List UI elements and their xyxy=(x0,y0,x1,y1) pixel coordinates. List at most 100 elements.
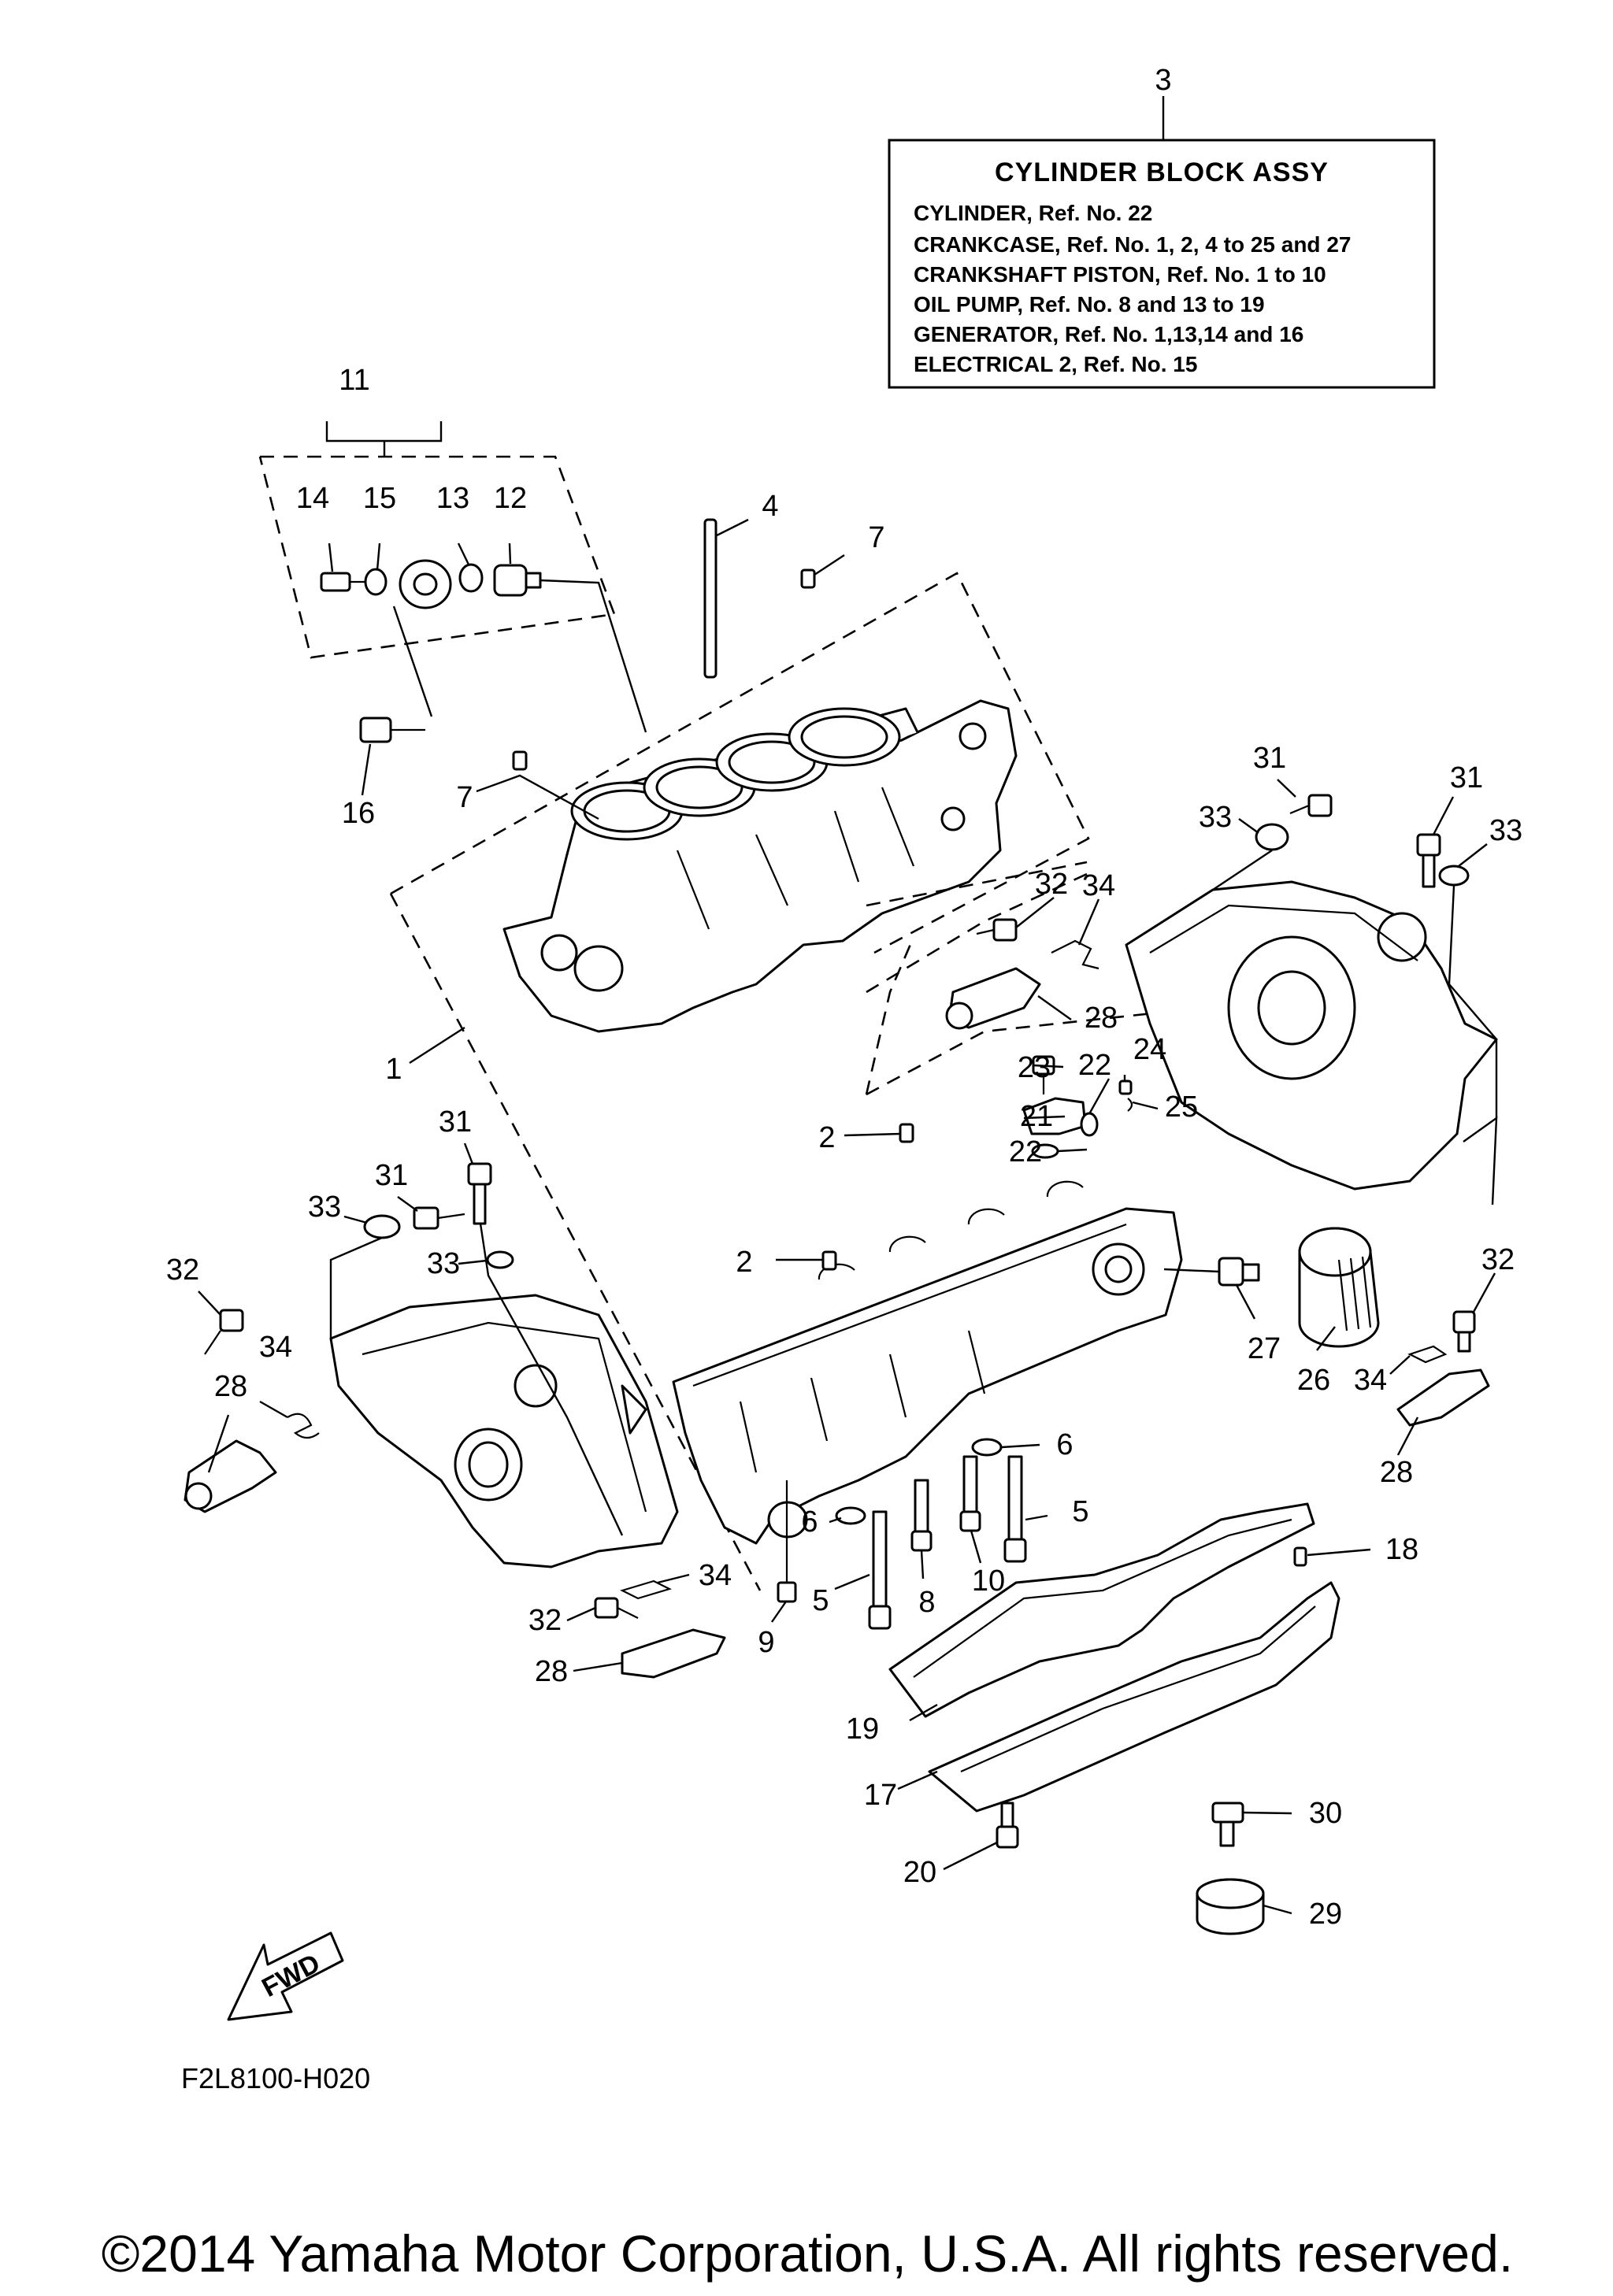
callout-28-left-lower: 28 xyxy=(535,1655,568,1688)
callout-32-right-lower: 32 xyxy=(1481,1243,1515,1276)
part-17-oil-pan xyxy=(928,1581,1340,1813)
part-5-bolt-right xyxy=(1003,1455,1027,1563)
callout-9: 9 xyxy=(758,1626,774,1659)
callout-34-right-lower: 34 xyxy=(1354,1364,1387,1397)
callout-31-left-a: 31 xyxy=(375,1159,408,1192)
callout-34-left: 34 xyxy=(259,1331,292,1364)
callout-7-top: 7 xyxy=(868,521,884,554)
part-31-bolt-left-b xyxy=(467,1162,492,1225)
callout-26: 26 xyxy=(1297,1364,1330,1397)
part-34-clip-right-lower xyxy=(1407,1345,1448,1364)
callout-29: 29 xyxy=(1309,1898,1342,1931)
callout-5-left: 5 xyxy=(812,1584,829,1617)
part-31-bolt-right-b xyxy=(1416,833,1441,888)
part-33-washer-left-b xyxy=(486,1250,514,1269)
legend-line-1: CYLINDER, Ref. No. 22 xyxy=(914,201,1152,225)
part-8-bolt xyxy=(910,1479,933,1552)
part-34-clip-left-lower xyxy=(620,1579,672,1600)
part-oil-filter-housing-small xyxy=(399,559,452,609)
callout-32-right-upper: 32 xyxy=(1035,868,1068,901)
part-31-bolt-left-a xyxy=(413,1206,465,1230)
callout-4: 4 xyxy=(762,490,778,523)
callout-28-left: 28 xyxy=(214,1370,247,1403)
callout-2-upper: 2 xyxy=(818,1121,835,1154)
part-14-bolt xyxy=(320,572,370,592)
callout-31-left-b: 31 xyxy=(439,1105,472,1139)
callout-14: 14 xyxy=(296,482,329,515)
callout-27: 27 xyxy=(1248,1332,1281,1365)
group-11-outline xyxy=(258,421,616,659)
part-6-washer-right xyxy=(971,1438,1003,1457)
part-31-bolt-right-a xyxy=(1289,794,1333,817)
callout-21: 21 xyxy=(1020,1100,1053,1133)
part-6-washer-left xyxy=(835,1506,866,1525)
callout-28-right-lower: 28 xyxy=(1380,1456,1413,1489)
legend-line-4: OIL PUMP, Ref. No. 8 and 13 to 19 xyxy=(914,292,1265,317)
group-left-cover-outline xyxy=(329,1223,624,1536)
callout-34-right-upper: 34 xyxy=(1082,869,1115,902)
legend-line-3: CRANKSHAFT PISTON, Ref. No. 1 to 10 xyxy=(914,262,1326,287)
part-18-dowel xyxy=(1293,1546,1307,1567)
part-16-bolt xyxy=(359,717,425,743)
part-34-clip-right-upper xyxy=(1051,939,1099,970)
legend-line-2: CRANKCASE, Ref. No. 1, 2, 4 to 25 and 27 xyxy=(914,232,1351,257)
part-28-bracket-right-upper xyxy=(945,967,1041,1030)
part-20-bolt xyxy=(996,1802,1019,1849)
callout-10: 10 xyxy=(972,1565,1005,1598)
callout-22-lower: 22 xyxy=(1009,1135,1042,1168)
part-13-o-ring xyxy=(458,563,484,593)
part-28-bracket-left-lower xyxy=(621,1628,726,1679)
callout-33-left-b: 33 xyxy=(427,1247,460,1280)
callout-16: 16 xyxy=(342,797,375,830)
callout-24: 24 xyxy=(1133,1033,1166,1066)
callout-17: 17 xyxy=(864,1779,897,1812)
part-12-oil-pressure-switch xyxy=(493,564,542,597)
copyright-notice: ©2014 Yamaha Motor Corporation, U.S.A. A… xyxy=(102,2224,1513,2283)
callout-11: 11 xyxy=(339,364,369,397)
callout-30: 30 xyxy=(1309,1797,1342,1830)
callout-6-right: 6 xyxy=(1056,1428,1073,1461)
part-9-bolt xyxy=(777,1480,797,1603)
part-7-dowel-top xyxy=(800,568,816,589)
callout-5-right: 5 xyxy=(1072,1495,1088,1528)
callout-7-left: 7 xyxy=(456,781,473,814)
part-left-crankcase-cover xyxy=(329,1294,679,1568)
part-15-washer xyxy=(364,568,387,596)
callout-32-left: 32 xyxy=(166,1254,199,1287)
callout-12: 12 xyxy=(494,482,527,515)
part-32-bolt-left xyxy=(204,1309,244,1355)
callout-33-left-a: 33 xyxy=(308,1191,341,1224)
part-28-bracket-right-lower xyxy=(1396,1368,1490,1427)
legend-line-5: GENERATOR, Ref. No. 1,13,14 and 16 xyxy=(914,322,1303,346)
callout-13: 13 xyxy=(436,482,469,515)
diagram-code: F2L8100-H020 xyxy=(181,2062,370,2094)
callout-20: 20 xyxy=(903,1856,936,1889)
fwd-arrow-icon: FWD xyxy=(227,1931,344,2021)
leader-lines xyxy=(198,518,1496,1915)
part-right-crankcase-cover xyxy=(1125,880,1498,1191)
callout-18: 18 xyxy=(1385,1533,1418,1566)
group-right-cover-outline xyxy=(866,850,1498,1205)
callout-32-left-lower: 32 xyxy=(528,1604,562,1637)
callout-23: 23 xyxy=(1018,1051,1051,1084)
part-28-bracket-left xyxy=(184,1439,277,1513)
callout-2-lower: 2 xyxy=(736,1246,752,1279)
part-5-bolt-long xyxy=(868,1510,892,1630)
part-upper-crankcase-cylinder xyxy=(502,699,1018,1033)
part-2-dowel-lower xyxy=(821,1250,837,1271)
part-7-dowel-left xyxy=(512,750,528,771)
part-27-union-bolt xyxy=(1218,1257,1260,1287)
callout-31-right-b: 31 xyxy=(1450,761,1483,794)
part-32-bolt-right-lower xyxy=(1452,1310,1476,1353)
part-4-stud xyxy=(703,518,718,679)
part-25-clip xyxy=(1127,1098,1133,1112)
group-cylinder-outline xyxy=(389,572,1090,1591)
part-2-dowel-upper xyxy=(899,1123,914,1143)
part-19-gasket xyxy=(888,1502,1315,1718)
callout-19: 19 xyxy=(846,1713,879,1746)
callout-22-upper: 22 xyxy=(1078,1049,1111,1082)
legend-panel: 3 CYLINDER BLOCK ASSY CYLINDER, Ref. No.… xyxy=(888,64,1436,389)
callout-15: 15 xyxy=(363,482,396,515)
callout-34-left-lower: 34 xyxy=(699,1559,732,1592)
